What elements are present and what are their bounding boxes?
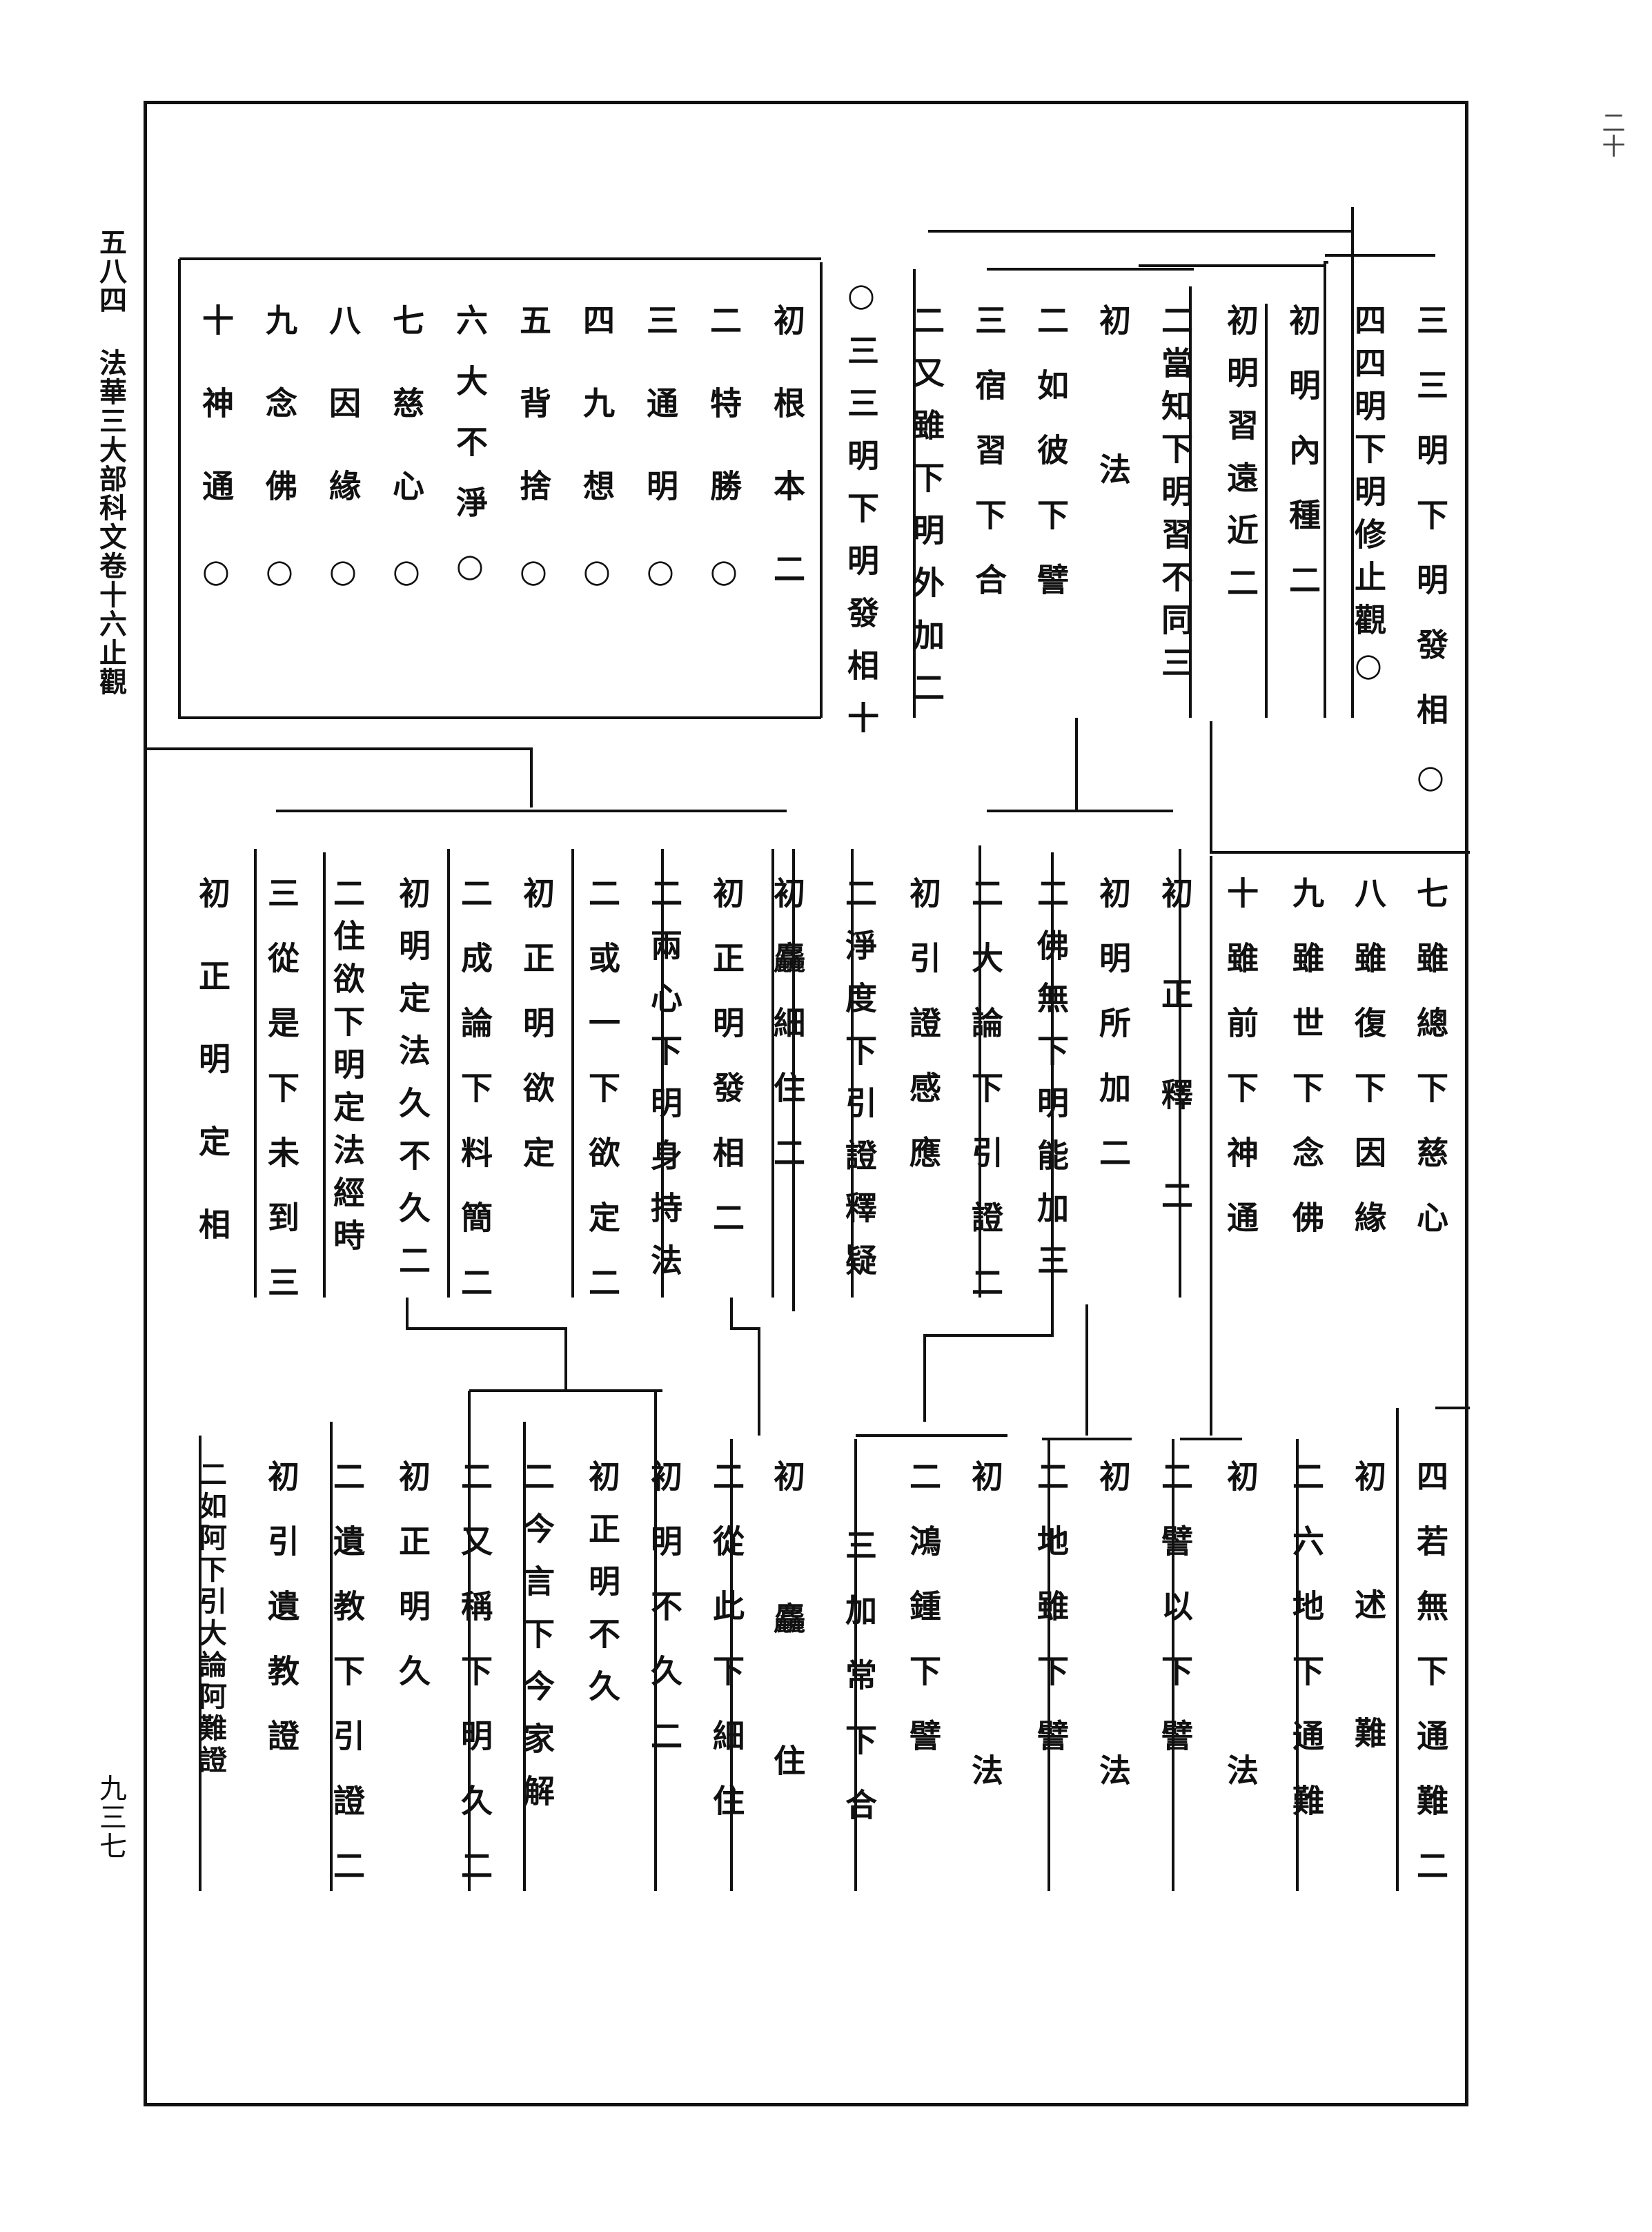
band1-col-17: 七慈心○ xyxy=(388,304,425,640)
band3-col-18: 二遺教下引證二 xyxy=(328,1460,366,1914)
band2-col-6: 初明所加二 xyxy=(1094,877,1132,1201)
band3-col-13: 初明不久二 xyxy=(646,1460,683,1784)
band1-col-16: 六大不淨○ xyxy=(451,304,489,613)
band1-col-1: 三三明下明發相○ xyxy=(1412,304,1449,828)
band2-col-2: 八雖復下因緣 xyxy=(1350,877,1387,1266)
band1-col-13: 三通明○ xyxy=(642,304,679,640)
band2-col-14: 二或一下欲定二 xyxy=(584,877,621,1331)
band3-col-10: 三加常下合 xyxy=(840,1529,878,1853)
band1-col-4: 初明習遠近二 xyxy=(1222,304,1259,618)
band3-col-7: 二地雖下譬 xyxy=(1032,1460,1070,1784)
band3-col-1: 四若無下通難二 xyxy=(1412,1460,1449,1914)
band1-col-3: 初明內種二 xyxy=(1284,304,1321,628)
band2-col-1: 七雖總下慈心 xyxy=(1412,877,1449,1266)
band1-col-14: 四九想○ xyxy=(578,304,616,640)
band3-col-4: 初法 xyxy=(1222,1460,1259,2048)
band1-col-5: 二當知下明習不同三 xyxy=(1157,304,1194,689)
band3-col-11: 初麤住 xyxy=(769,1460,806,1886)
band2-col-11: 初麤細住二 xyxy=(769,877,806,1201)
band3-col-15: 二今言下今家解 xyxy=(518,1460,555,1827)
band3-col-2: 初述難 xyxy=(1350,1460,1387,1845)
running-header: 五八四 法華三大部科文卷十六止觀 xyxy=(95,228,127,696)
band3-col-20: 二如阿下引大論阿難證 xyxy=(195,1460,227,1777)
band2-col-4: 十雖前下神通 xyxy=(1222,877,1259,1266)
band1-col-7: 二如彼下譬 xyxy=(1032,304,1070,628)
band3-col-17: 初正明久 xyxy=(394,1460,431,1719)
page-frame xyxy=(144,101,1468,2106)
band1-col-11: 初根本二 xyxy=(769,304,806,635)
band2-col-20: 初正明定相 xyxy=(194,877,231,1291)
band3-col-14: 初正明不久 xyxy=(584,1460,621,1722)
band2-col-7: 二佛無下明能加三 xyxy=(1032,877,1070,1296)
band1-col-20: 十神通○ xyxy=(197,304,235,640)
band3-col-5: 二譬以下譬 xyxy=(1157,1460,1194,1784)
band3-col-6: 初法 xyxy=(1094,1460,1132,2048)
band2-col-12: 初正明發相二 xyxy=(708,877,745,1266)
band1-col-8: 三宿習下合 xyxy=(970,304,1007,628)
top-right-mark: 二十 xyxy=(1597,110,1625,157)
band1-col-15: 五背捨○ xyxy=(515,304,552,640)
band2-col-18: 二住欲下明定法經時 xyxy=(328,877,366,1262)
band2-col-9: 初引證感應 xyxy=(905,877,942,1201)
band2-col-5: 初正釋二 xyxy=(1157,877,1194,1280)
band2-col-13: 二兩心下明身持法 xyxy=(646,877,683,1296)
band2-col-17: 初明定法久不久二 xyxy=(394,877,431,1296)
band2-col-19: 三從是下未到三 xyxy=(263,877,300,1331)
band1-col-19: 九念佛○ xyxy=(261,304,298,640)
band1-col-12: 二特勝○ xyxy=(705,304,743,640)
band1-col-2: 四四明下明修止觀○ xyxy=(1350,304,1387,694)
band2-col-3: 九雖世下念佛 xyxy=(1288,877,1325,1266)
band1-col-6: 初法 xyxy=(1094,304,1132,602)
band3-col-19: 初引遺教證 xyxy=(263,1460,300,1784)
band2-col-16: 二成論下料簡二 xyxy=(456,877,493,1331)
band1-col-18: 八因緣○ xyxy=(324,304,362,640)
band2-col-15: 初正明欲定 xyxy=(518,877,555,1201)
page-number: 九三七 xyxy=(95,1774,126,1861)
band3-col-16: 二又稱下明久二 xyxy=(456,1460,493,1914)
band2-col-8: 二大論下引證二 xyxy=(967,877,1004,1331)
band3-col-3: 二六地下通難 xyxy=(1288,1460,1325,1849)
band3-col-8: 初法 xyxy=(967,1460,1004,2048)
band1-col-10: ○三三明下明發相十 xyxy=(843,276,880,754)
band3-col-9: 二鴻鍾下譬 xyxy=(905,1460,942,1784)
band1-col-9: 二又雖下明外加二 xyxy=(908,304,945,723)
band3-col-12: 二從此下細住 xyxy=(708,1460,745,1849)
band2-col-10: 二淨度下引證釋疑 xyxy=(840,877,878,1296)
